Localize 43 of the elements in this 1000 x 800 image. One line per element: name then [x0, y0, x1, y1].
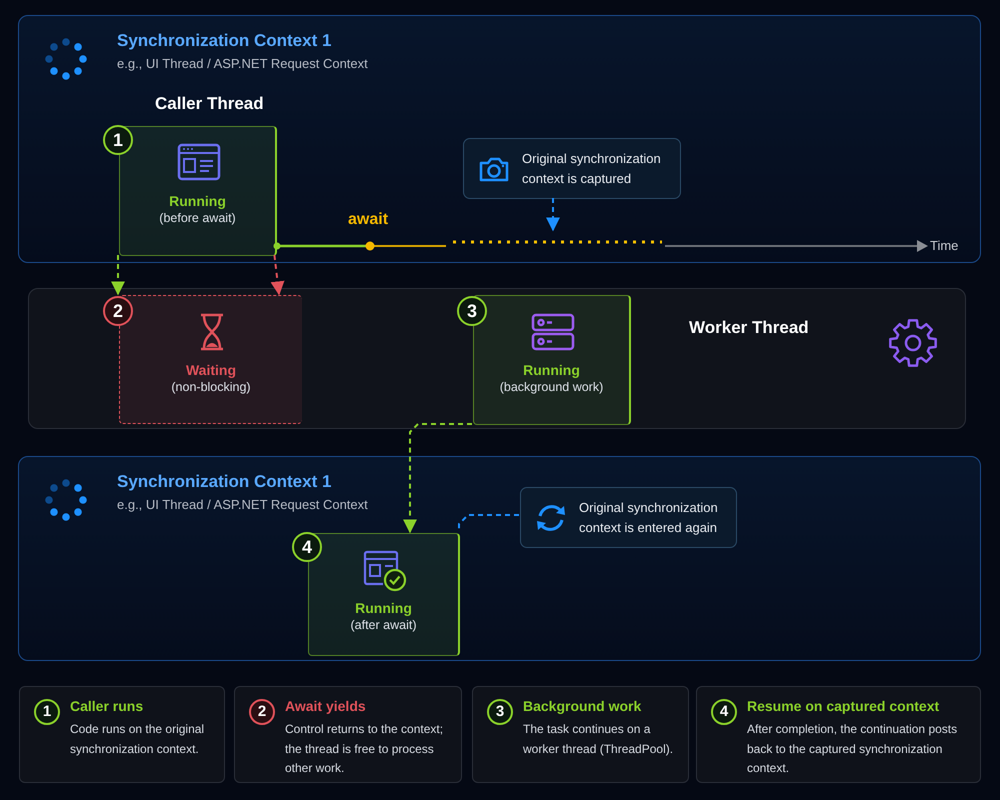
panel-title: Synchronization Context 1 — [117, 31, 332, 51]
step-title: Resume on captured context — [747, 697, 940, 715]
step-card — [472, 686, 689, 783]
step-card — [19, 686, 225, 783]
callout-text: Original synchronization context is entered again — [579, 499, 719, 537]
step-badge: 1 — [34, 699, 60, 725]
callout-text: Original synchronization context is captured — [522, 150, 662, 188]
step-badge: 3 — [487, 699, 513, 725]
state-detail: (non-blocking) — [170, 380, 252, 394]
context-panel — [18, 456, 981, 661]
state-label: Waiting — [184, 362, 238, 378]
step-card — [696, 686, 981, 783]
connector-arrow — [403, 423, 472, 534]
state-detail: (before await) — [158, 211, 237, 225]
step-title: Await yields — [285, 697, 367, 715]
step-badge: 4 — [711, 699, 737, 725]
step-description: The task continues on a worker thread (ThreadPool). — [523, 721, 674, 758]
thread-lane — [28, 288, 966, 429]
connector-arrow — [270, 254, 284, 296]
step-badge: 2 — [249, 699, 275, 725]
panel-subtitle: e.g., UI Thread / ASP.NET Request Context — [117, 56, 368, 71]
state-detail: (after await) — [350, 618, 418, 632]
connector-arrow — [546, 198, 560, 232]
panel-subtitle: e.g., UI Thread / ASP.NET Request Context — [117, 497, 368, 512]
step-title: Background work — [523, 697, 642, 715]
timeline-label: await — [348, 211, 388, 229]
step-title: Caller runs — [70, 697, 144, 715]
step-description: After completion, the continuation posts back to the captured synchronization context. — [747, 721, 958, 777]
step-description: Control returns to the context; the thread is free to process other work. — [285, 721, 444, 777]
step-card — [234, 686, 462, 783]
context-panel — [18, 15, 981, 263]
connector-arrow — [111, 255, 125, 296]
panel-title: Synchronization Context 1 — [117, 472, 332, 492]
lane-title: Caller Thread — [155, 94, 264, 114]
state-detail: (background work) — [498, 380, 604, 394]
callout-box — [520, 487, 737, 548]
state-label: Running — [168, 193, 227, 209]
lane-title: Worker Thread — [689, 318, 809, 338]
step-description: Code runs on the original synchronization context. — [70, 721, 206, 758]
state-label: Running — [522, 362, 581, 378]
axis-label: Time — [930, 238, 958, 253]
state-label: Running — [354, 600, 413, 616]
callout-box — [463, 138, 681, 199]
